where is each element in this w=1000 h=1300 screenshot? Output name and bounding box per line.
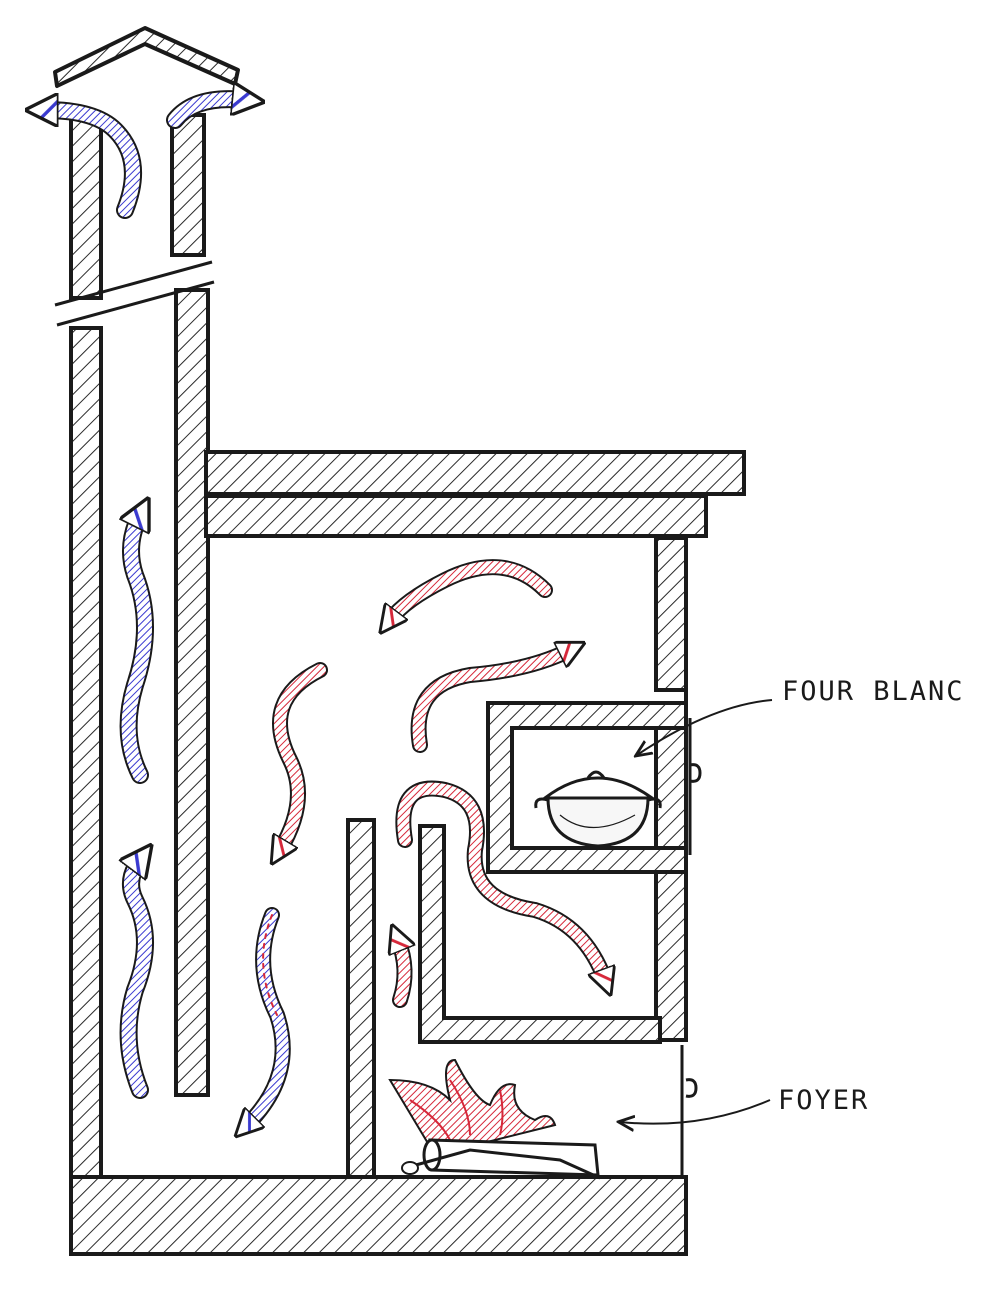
chimney-right-wall-upper <box>172 115 204 255</box>
oven-door <box>690 718 700 855</box>
stove-base <box>71 1177 686 1254</box>
leader-foyer <box>620 1100 770 1124</box>
chimney-right-wall-lower <box>176 290 208 1095</box>
hot-air-arrow-fill <box>390 567 545 620</box>
inner-baffle <box>348 820 374 1177</box>
label-leaders <box>620 700 772 1124</box>
stove-top <box>206 452 744 536</box>
chimney-cap <box>55 28 238 86</box>
label-foyer: FOYER <box>778 1085 869 1116</box>
chimney-left-wall-upper <box>71 115 101 298</box>
label-four-blanc: FOUR BLANC <box>782 676 965 707</box>
stove-top-slab-lower <box>206 496 706 536</box>
fire-illustration <box>390 1060 600 1178</box>
chimney-left-wall-lower <box>71 328 101 1178</box>
pot-illustration <box>536 772 661 846</box>
stove-right-wall <box>656 538 686 1040</box>
stove-top-slab-upper <box>206 452 744 494</box>
firebox-door <box>682 1045 696 1175</box>
hot-air-arrow-fill <box>398 940 405 1000</box>
cooling-air-arrows <box>247 915 283 1125</box>
